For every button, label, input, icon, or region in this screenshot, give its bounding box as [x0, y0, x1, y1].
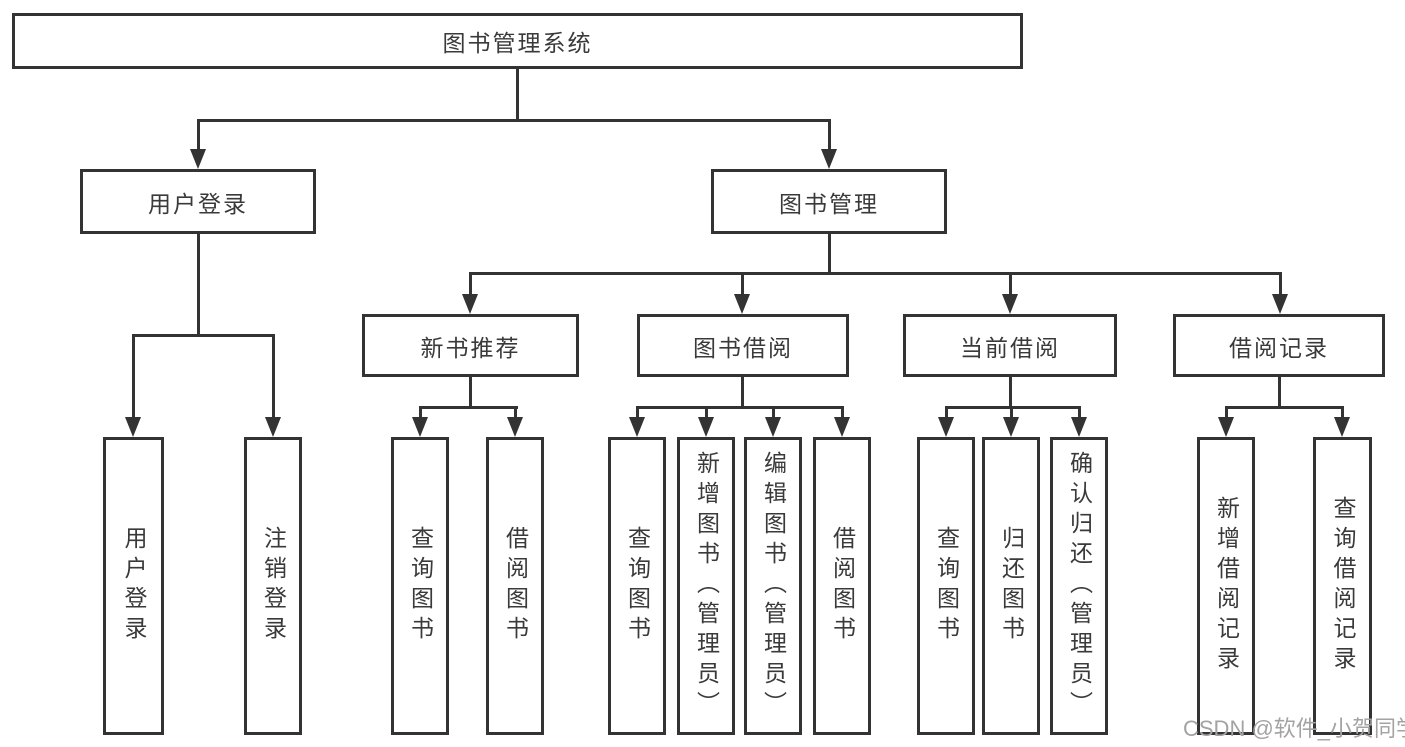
leaf-edit-books-admin: 编辑图书（管理员） [744, 437, 802, 735]
node-root-label: 图书管理系统 [442, 30, 593, 56]
leaf-confirm-return-admin: 确认归还（管理员） [1050, 437, 1108, 735]
connector-line [828, 119, 831, 151]
leaf-logout-label: 注销登录 [260, 526, 287, 646]
connector-line [197, 234, 200, 336]
connector-line [828, 234, 831, 275]
connector-line [1009, 377, 1012, 408]
arrowhead-icon [1218, 417, 1234, 437]
arrowhead-icon [265, 417, 281, 437]
arrowhead-icon [1002, 294, 1018, 314]
leaf-query-books-3-label: 查询图书 [933, 526, 960, 646]
leaf-query-borrow-record: 查询借阅记录 [1313, 437, 1372, 735]
arrowhead-icon [1272, 294, 1288, 314]
leaf-query-books-3: 查询图书 [917, 437, 975, 735]
node-borrow-records: 借阅记录 [1173, 314, 1385, 377]
connector-line [1225, 406, 1228, 420]
node-book-management: 图书管理 [711, 169, 947, 234]
node-borrow-records-label: 借阅记录 [1229, 334, 1329, 361]
connector-line [197, 119, 831, 122]
arrowhead-icon [734, 294, 750, 314]
node-user-login-label: 用户登录 [148, 190, 248, 217]
arrowhead-icon [412, 417, 428, 437]
node-book-borrow-label: 图书借阅 [693, 334, 793, 361]
connector-line [772, 406, 775, 420]
leaf-borrow-books-2-label: 借阅图书 [829, 526, 856, 646]
connector-line [197, 119, 200, 151]
connector-line [1009, 272, 1012, 296]
leaf-confirm-return-admin-label: 确认归还（管理员） [1066, 451, 1093, 721]
connector-line [419, 406, 518, 409]
leaf-return-books: 归还图书 [982, 437, 1040, 735]
arrowhead-icon [1003, 417, 1019, 437]
connector-line [419, 406, 422, 420]
leaf-query-borrow-record-label: 查询借阅记录 [1330, 496, 1356, 676]
arrowhead-icon [698, 417, 714, 437]
node-new-book-recommend-label: 新书推荐 [420, 334, 521, 361]
node-new-book-recommend: 新书推荐 [362, 314, 579, 377]
arrowhead-icon [629, 417, 645, 437]
connector-line [636, 406, 843, 409]
connector-line [1279, 272, 1282, 296]
leaf-add-books-admin-label: 新增图书（管理员） [693, 451, 720, 721]
arrowhead-icon [765, 417, 781, 437]
leaf-add-books-admin: 新增图书（管理员） [677, 437, 735, 735]
leaf-return-books-label: 归还图书 [998, 526, 1025, 646]
arrowhead-icon [938, 417, 954, 437]
leaf-add-borrow-record: 新增借阅记录 [1197, 437, 1255, 735]
leaf-add-borrow-record-label: 新增借阅记录 [1213, 496, 1240, 676]
arrowhead-icon [190, 149, 206, 169]
leaf-logout: 注销登录 [244, 437, 302, 735]
connector-line [514, 406, 517, 420]
leaf-edit-books-admin-label: 编辑图书（管理员） [760, 451, 787, 721]
node-user-login: 用户登录 [80, 169, 316, 234]
node-current-borrow: 当前借阅 [903, 314, 1117, 377]
leaf-query-books-1-label: 查询图书 [407, 526, 434, 646]
arrowhead-icon [125, 417, 141, 437]
connector-line [841, 406, 844, 420]
node-book-management-label: 图书管理 [779, 190, 879, 217]
leaf-user-login: 用户登录 [103, 437, 164, 735]
connector-line [516, 69, 519, 120]
connector-line [1341, 406, 1344, 420]
connector-line [636, 406, 639, 420]
connector-line [132, 334, 275, 337]
connector-line [741, 377, 744, 408]
arrowhead-icon [462, 294, 478, 314]
csdn-watermark: CSDN @软件_小贺同学 [1183, 716, 1405, 741]
connector-line [132, 334, 135, 419]
connector-line [1225, 406, 1343, 409]
connector-line [705, 406, 708, 420]
connector-line [741, 272, 744, 296]
leaf-borrow-books-1-label: 借阅图书 [502, 526, 529, 646]
arrowhead-icon [1334, 417, 1350, 437]
arrowhead-icon [1071, 417, 1087, 437]
connector-line [469, 272, 1282, 275]
connector-line [1078, 406, 1081, 420]
connector-line [469, 272, 472, 296]
leaf-borrow-books-2: 借阅图书 [813, 437, 871, 735]
node-book-borrow: 图书借阅 [637, 314, 849, 377]
connector-line [469, 377, 472, 408]
connector-line [1010, 406, 1013, 420]
connector-line [945, 406, 948, 420]
connector-line [1278, 377, 1281, 408]
connector-line [272, 334, 275, 419]
leaf-user-login-label: 用户登录 [121, 526, 147, 646]
arrowhead-icon [834, 417, 850, 437]
arrowhead-icon [507, 417, 523, 437]
leaf-query-books-2-label: 查询图书 [624, 526, 651, 646]
leaf-borrow-books-1: 借阅图书 [486, 437, 544, 735]
leaf-query-books-2: 查询图书 [608, 437, 666, 735]
leaf-query-books-1: 查询图书 [391, 437, 449, 735]
node-current-borrow-label: 当前借阅 [960, 334, 1060, 361]
node-root: 图书管理系统 [12, 13, 1023, 69]
arrowhead-icon [821, 149, 837, 169]
